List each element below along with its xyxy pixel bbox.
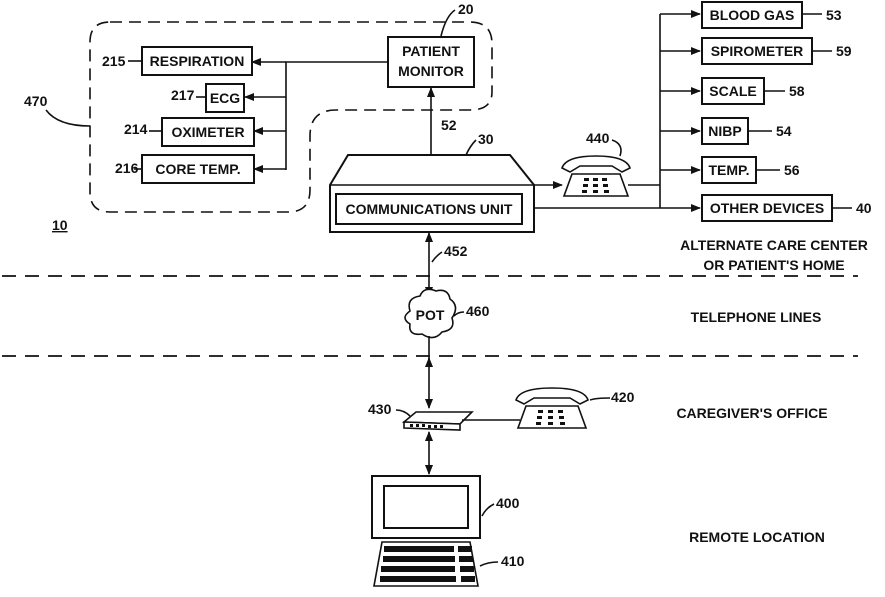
computer-monitor-ref: 400: [496, 495, 520, 511]
zone-home-line1: ALTERNATE CARE CENTER: [680, 237, 868, 253]
patient-monitor-line1: PATIENT: [402, 43, 460, 59]
keyboard-ref: 410: [501, 553, 525, 569]
other-devices-ref: 40: [856, 200, 872, 216]
temp-label: TEMP.: [709, 162, 750, 178]
communications-unit-label: COMMUNICATIONS UNIT: [346, 201, 513, 217]
modem-icon: [404, 412, 472, 430]
core-temp-label: CORE TEMP.: [155, 161, 240, 177]
zone-office: CAREGIVER'S OFFICE: [676, 405, 827, 421]
ecg-ref: 217: [171, 87, 195, 103]
link-452-ref: 452: [444, 243, 468, 259]
oximeter-label: OXIMETER: [171, 124, 244, 140]
spirometer-ref: 59: [836, 43, 852, 59]
home-phone-icon: [562, 156, 630, 196]
patient-monitor-box: PATIENT MONITOR: [388, 37, 474, 87]
link-52-ref: 52: [441, 117, 457, 133]
nibp-ref: 54: [776, 123, 792, 139]
communications-unit-ref: 30: [478, 131, 494, 147]
sensor-bus: [286, 62, 388, 170]
group-ref: 470: [24, 93, 48, 109]
core-temp-ref: 216: [115, 160, 139, 176]
blood-gas-label: BLOOD GAS: [710, 7, 795, 23]
patient-monitor-line2: MONITOR: [398, 63, 464, 79]
pot-label: POT: [416, 307, 445, 323]
ecg-label: ECG: [210, 90, 240, 106]
respiration-ref: 215: [102, 53, 126, 69]
oximeter-ref: 214: [124, 121, 148, 137]
modem-ref: 430: [368, 401, 392, 417]
nibp-label: NIBP: [708, 123, 741, 139]
zone-remote: REMOTE LOCATION: [689, 529, 825, 545]
blood-gas-ref: 53: [826, 7, 842, 23]
group-leader: [46, 110, 90, 126]
spirometer-label: SPIROMETER: [711, 43, 804, 59]
office-phone-ref: 420: [611, 389, 635, 405]
keyboard-icon: [374, 542, 478, 586]
figure-ref: 10: [52, 217, 68, 233]
office-phone-icon: [516, 388, 588, 428]
communications-unit: COMMUNICATIONS UNIT: [330, 155, 534, 232]
scale-ref: 58: [789, 83, 805, 99]
zone-home-line2: OR PATIENT'S HOME: [703, 257, 844, 273]
zone-telephone: TELEPHONE LINES: [691, 309, 822, 325]
temp-ref: 56: [784, 162, 800, 178]
computer-monitor-icon: [372, 476, 480, 538]
pot-ref: 460: [466, 303, 490, 319]
respiration-label: RESPIRATION: [150, 53, 245, 69]
scale-label: SCALE: [709, 83, 756, 99]
patient-monitor-leader: [441, 10, 455, 36]
patient-monitor-ref: 20: [458, 1, 474, 17]
other-devices-label: OTHER DEVICES: [710, 200, 824, 216]
home-phone-ref: 440: [586, 130, 610, 146]
